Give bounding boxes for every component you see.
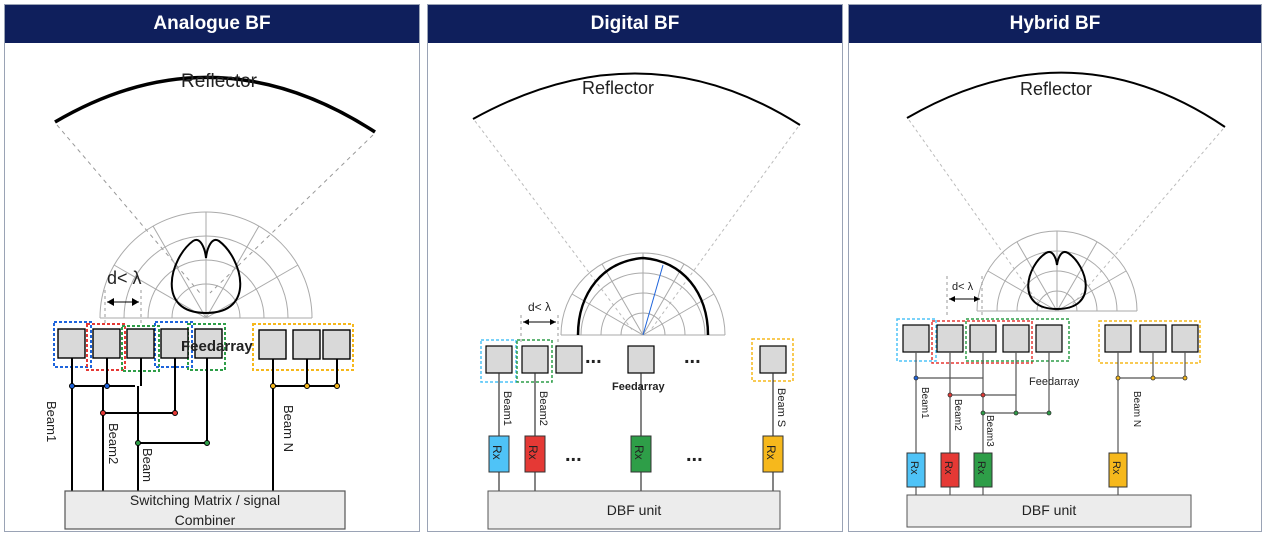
beam2-label: Beam2	[106, 423, 121, 464]
hybrid-panel: Hybrid BF Reflector d< λ	[848, 4, 1262, 532]
dbf-unit-box	[906, 494, 1192, 528]
radiation-pattern-grid	[99, 211, 313, 319]
digital-title: Digital BF	[428, 5, 842, 43]
focal-ray	[474, 120, 634, 332]
feed-elements	[902, 324, 1199, 353]
dbf-unit-label: DBF unit	[607, 502, 662, 518]
ellipsis: ...	[585, 346, 602, 368]
junction-dots	[913, 375, 1188, 416]
subarray-groups	[480, 338, 794, 383]
focal-ray	[649, 126, 799, 332]
spacing-label: d< λ	[107, 268, 142, 288]
reflector-label: Reflector	[1020, 79, 1092, 99]
radiation-lobe	[1027, 251, 1087, 311]
combiner-line2: Combiner	[175, 512, 236, 528]
radiation-pattern-grid	[976, 230, 1138, 312]
svg-text:Rx: Rx	[764, 445, 778, 460]
reflector-label: Reflector	[582, 78, 654, 98]
reflector-label: Reflector	[181, 71, 258, 92]
rx-chain-2: Rx	[524, 435, 546, 473]
feed-elements	[57, 328, 351, 360]
combiner-line1: Switching Matrix / signal	[130, 492, 280, 508]
beam2-label: Beam2	[952, 399, 963, 431]
dbf-unit-box	[487, 490, 781, 530]
rx-chain-s: Rx	[762, 435, 784, 473]
svg-text:Rx: Rx	[632, 445, 646, 460]
beam-s-label: Beam S	[775, 388, 787, 427]
beam-n-label: Beam N	[281, 405, 296, 452]
radiation-pattern-grid	[560, 252, 726, 336]
svg-text:Rx: Rx	[942, 461, 954, 475]
beam1-label: Beam1	[919, 387, 930, 419]
focal-ray	[1066, 128, 1224, 312]
rx-chain-2: Rx	[940, 452, 960, 488]
radiation-lobe	[170, 238, 242, 315]
junction-dots	[69, 383, 340, 446]
ellipsis: ...	[686, 444, 703, 466]
ellipsis: ...	[684, 346, 701, 368]
focal-ray	[209, 134, 374, 294]
svg-text:Rx: Rx	[975, 461, 987, 475]
beam3-label: Beam	[140, 448, 155, 482]
dbf-unit-label: DBF unit	[1022, 502, 1077, 518]
beam1-label: Beam1	[501, 391, 513, 426]
radiation-lobe	[576, 256, 710, 336]
feedarray-label: Feedarray	[181, 338, 253, 355]
beam1-label: Beam1	[44, 401, 59, 442]
spacing-label: d< λ	[528, 300, 551, 314]
spacing-label: d< λ	[952, 281, 974, 293]
rx-chain-3: Rx	[973, 452, 993, 488]
switching-matrix-box	[64, 490, 346, 530]
digital-panel: Digital BF Reflector d< λ	[427, 4, 843, 532]
hybrid-title: Hybrid BF	[849, 5, 1261, 43]
svg-text:Rx: Rx	[490, 445, 504, 460]
focal-ray	[908, 119, 1045, 312]
analogue-diagram: Reflector d< λ	[44, 71, 376, 530]
reflector-arc	[906, 71, 1226, 128]
ellipsis: ...	[565, 444, 582, 466]
feed-lines	[498, 373, 774, 491]
beam2-label: Beam2	[537, 391, 549, 426]
rx-chain-n: Rx	[1108, 452, 1128, 488]
svg-text:Rx: Rx	[1110, 461, 1122, 475]
svg-text:Rx: Rx	[908, 461, 920, 475]
analogue-panel: Analogue BF Reflector d< λ	[4, 4, 420, 532]
svg-text:Rx: Rx	[526, 445, 540, 460]
beamforming-network	[71, 358, 338, 491]
beam-n-label: Beam N	[1131, 391, 1142, 427]
analogue-title: Analogue BF	[5, 5, 419, 43]
feed-elements	[485, 345, 787, 374]
rx-chain-3: Rx	[630, 435, 652, 473]
feedarray-label: Feedarray	[612, 381, 665, 393]
digital-diagram: Reflector d< λ	[472, 72, 801, 530]
rx-chain-1: Rx	[906, 452, 926, 488]
reflector-arc	[54, 75, 376, 134]
hybrid-diagram: Reflector d< λ	[896, 71, 1226, 528]
feedarray-label: Feedarray	[1029, 376, 1080, 388]
beam3-label: Beam3	[984, 415, 995, 447]
reflector-arc	[472, 72, 801, 126]
rx-chain-1: Rx	[488, 435, 510, 473]
